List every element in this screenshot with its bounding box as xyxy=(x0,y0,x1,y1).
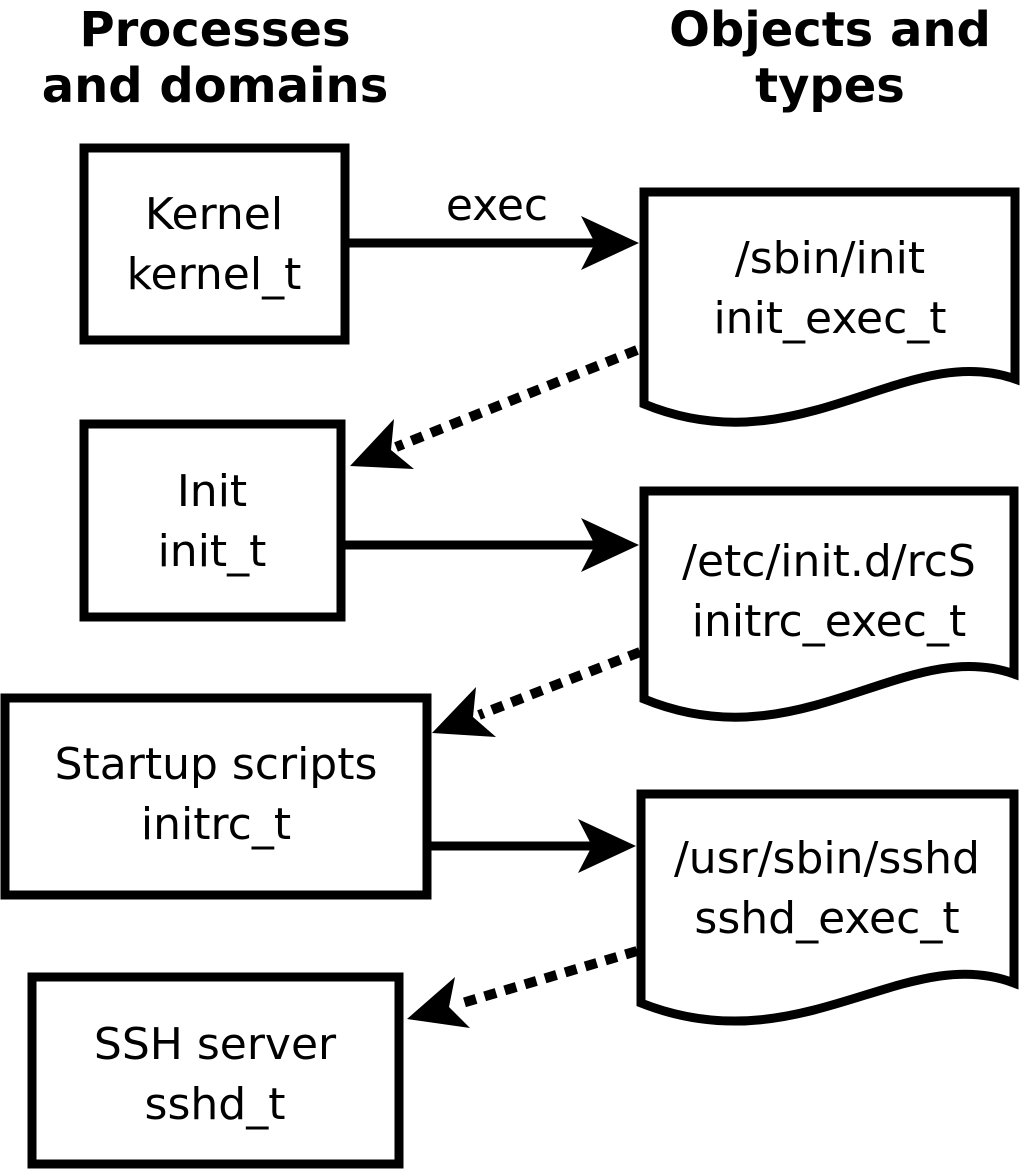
usr-sbin-sshd-object-document xyxy=(636,789,1019,1026)
objects-header-line2: types xyxy=(755,58,905,114)
ssh-server-domain-type: sshd_t xyxy=(145,1079,286,1130)
domain-transition-arrow-sbin-init-to-init xyxy=(350,345,639,469)
exec-arrow-startup-to-sshd xyxy=(427,819,636,873)
exec-arrowhead-icon xyxy=(578,819,636,873)
kernel-domain-name: Kernel xyxy=(145,189,283,240)
ssh-server-domain-node: SSH server sshd_t xyxy=(27,972,404,1169)
objects-header-line1: Objects and xyxy=(669,2,991,58)
usr-sbin-sshd-object-path: /usr/sbin/sshd xyxy=(674,833,980,884)
transition-arrow-shaft xyxy=(394,345,639,452)
startup-scripts-domain-box xyxy=(0,693,432,900)
ssh-server-domain-box xyxy=(27,972,404,1169)
domain-transition-arrow-sshd-to-sshserver xyxy=(407,946,639,1028)
kernel-domain-type: kernel_t xyxy=(127,249,302,300)
transition-arrowhead-icon xyxy=(407,977,470,1028)
transition-arrow-shaft xyxy=(457,946,639,1009)
sbin-init-object-type: init_exec_t xyxy=(713,293,946,344)
column-header-objects-and-types: Objects and types xyxy=(669,2,991,114)
transition-arrowhead-icon xyxy=(432,687,496,737)
etc-init-d-rcs-object-document xyxy=(639,486,1019,722)
init-domain-type: init_t xyxy=(158,526,267,577)
usr-sbin-sshd-object-node: /usr/sbin/sshd sshd_exec_t xyxy=(636,789,1019,1026)
column-header-processes-and-domains: Processes and domains xyxy=(42,2,389,114)
etc-init-d-rcs-object-node: /etc/init.d/rcS initrc_exec_t xyxy=(639,486,1019,722)
usr-sbin-sshd-object-type: sshd_exec_t xyxy=(694,893,959,944)
sbin-init-object-node: /sbin/init init_exec_t xyxy=(639,187,1020,427)
startup-scripts-domain-type: initrc_t xyxy=(141,799,291,850)
init-domain-node: Init init_t xyxy=(79,419,346,622)
init-domain-box xyxy=(79,419,346,622)
startup-scripts-domain-node: Startup scripts initrc_t xyxy=(0,693,432,900)
domain-transition-arrow-rcs-to-startup xyxy=(432,647,642,737)
sbin-init-object-path: /sbin/init xyxy=(735,233,925,284)
processes-header-line1: Processes xyxy=(79,2,350,58)
startup-scripts-domain-name: Startup scripts xyxy=(55,739,378,790)
init-domain-name: Init xyxy=(177,466,247,517)
ssh-server-domain-name: SSH server xyxy=(94,1019,337,1070)
kernel-domain-node: Kernel kernel_t xyxy=(79,143,350,345)
etc-init-d-rcs-object-type: initrc_exec_t xyxy=(692,596,966,647)
kernel-domain-box xyxy=(79,143,350,345)
etc-init-d-rcs-object-path: /etc/init.d/rcS xyxy=(682,536,976,587)
transition-arrow-shaft xyxy=(477,647,642,720)
exec-edge-label: exec xyxy=(446,180,548,231)
exec-arrow-kernel-to-sbin-init: exec xyxy=(349,180,639,270)
exec-arrowhead-icon xyxy=(581,216,639,270)
exec-arrow-init-to-rcs xyxy=(345,518,639,572)
sbin-init-object-document xyxy=(639,187,1020,427)
transition-arrowhead-icon xyxy=(350,419,414,469)
processes-header-line2: and domains xyxy=(42,58,389,114)
exec-arrowhead-icon xyxy=(581,518,639,572)
